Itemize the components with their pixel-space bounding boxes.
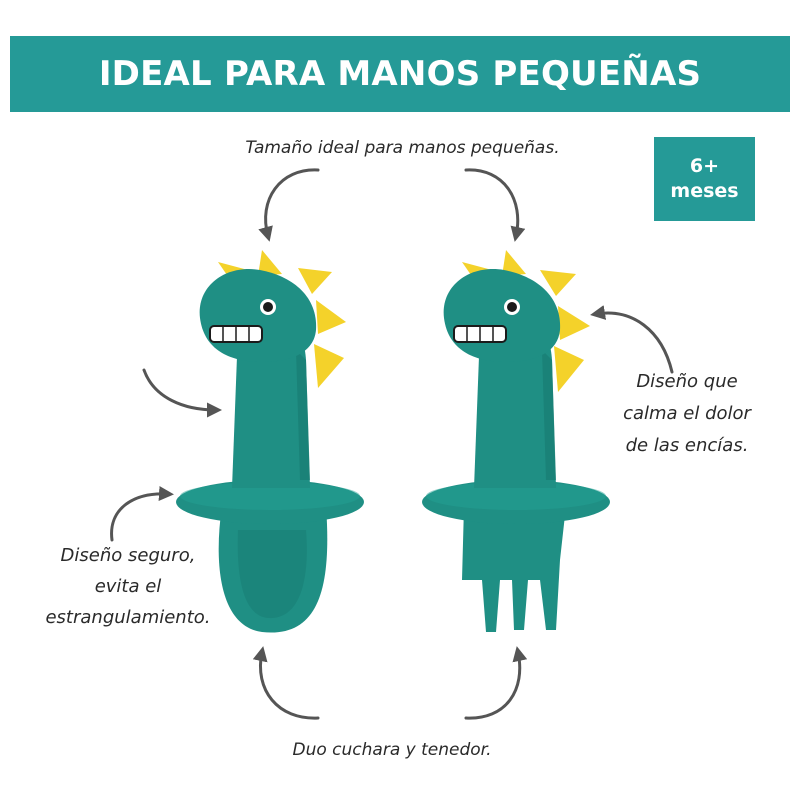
- arrow-bottom-right: [464, 646, 528, 720]
- caption-safety: Diseño seguro, evita el estrangulamiento…: [30, 540, 226, 633]
- arrow-top-left: [258, 168, 320, 242]
- arrow-right-teething: [590, 305, 674, 374]
- caption-safety-line-3: estrangulamiento.: [45, 607, 211, 628]
- age-badge-number: 6+: [689, 155, 720, 177]
- caption-size: Tamaño ideal para manos pequeñas.: [0, 134, 800, 163]
- caption-safety-line-1: Diseño seguro,: [60, 545, 196, 566]
- arrow-left-guard: [110, 486, 174, 542]
- arrow-bottom-left: [252, 646, 320, 720]
- dino-spoon: [176, 250, 364, 633]
- age-badge-unit: meses: [670, 180, 739, 202]
- age-badge: 6+ meses: [654, 137, 755, 221]
- caption-safety-line-2: evita el: [94, 576, 162, 597]
- fork-dino-head: [443, 269, 561, 362]
- banner-title: IDEAL PARA MANOS PEQUEÑAS: [98, 54, 702, 94]
- title-banner: IDEAL PARA MANOS PEQUEÑAS: [10, 36, 790, 112]
- spoon-dino-head: [199, 269, 317, 362]
- dino-fork: [422, 250, 610, 632]
- fork-head: [462, 506, 566, 632]
- caption-teething-line-1: Diseño que: [636, 371, 738, 392]
- fork-spikes: [462, 250, 590, 392]
- caption-teething-line-3: de las encías.: [625, 435, 749, 456]
- arrow-top-right: [464, 168, 526, 242]
- caption-duo-text: Duo cuchara y tenedor.: [292, 740, 492, 760]
- caption-teething: Diseño que calma el dolor de las encías.: [612, 366, 762, 462]
- caption-teething-line-2: calma el dolor: [623, 403, 751, 424]
- arrow-left-neck: [142, 368, 222, 418]
- caption-size-text: Tamaño ideal para manos pequeñas.: [245, 138, 560, 158]
- caption-duo: Duo cuchara y tenedor.: [0, 736, 800, 765]
